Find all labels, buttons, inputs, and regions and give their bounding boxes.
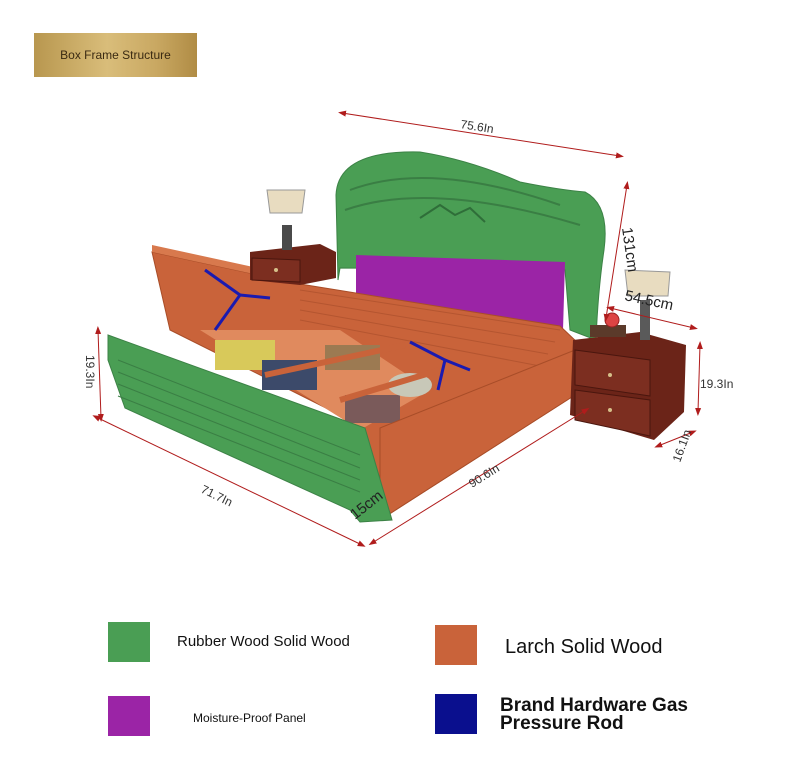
legend-swatch-gas-rod xyxy=(435,694,477,734)
gas-pressure-rods xyxy=(204,268,471,391)
dim-nightstand-height: 19.3In xyxy=(700,377,733,391)
legend-label-moisture-panel: Moisture-Proof Panel xyxy=(193,711,306,725)
legend-label-rubber-wood: Rubber Wood Solid Wood xyxy=(177,633,350,650)
title-badge: Box Frame Structure xyxy=(34,33,197,77)
dim-headboard-height: 131cm xyxy=(618,226,641,273)
legend-label-gas-rod: Brand Hardware Gas Pressure Rod xyxy=(500,695,688,734)
legend-swatch-larch xyxy=(435,625,477,665)
dim-bed-length: 90.6In xyxy=(466,461,502,491)
legend-swatch-rubber-wood xyxy=(108,622,150,662)
moisture-proof-panel xyxy=(356,255,565,330)
dim-footboard-height: 19.3In xyxy=(83,355,97,388)
legend-swatch-moisture-panel xyxy=(108,696,150,736)
page-title: Box Frame Structure xyxy=(60,48,171,62)
dim-nightstand-depth: 16.1In xyxy=(670,428,695,464)
dim-bed-width: 71.7In xyxy=(199,482,235,509)
dim-headboard-width: 75.6In xyxy=(460,117,495,136)
legend-label-larch: Larch Solid Wood xyxy=(505,636,663,658)
left-nightstand xyxy=(250,189,336,285)
right-nightstand xyxy=(570,269,686,440)
